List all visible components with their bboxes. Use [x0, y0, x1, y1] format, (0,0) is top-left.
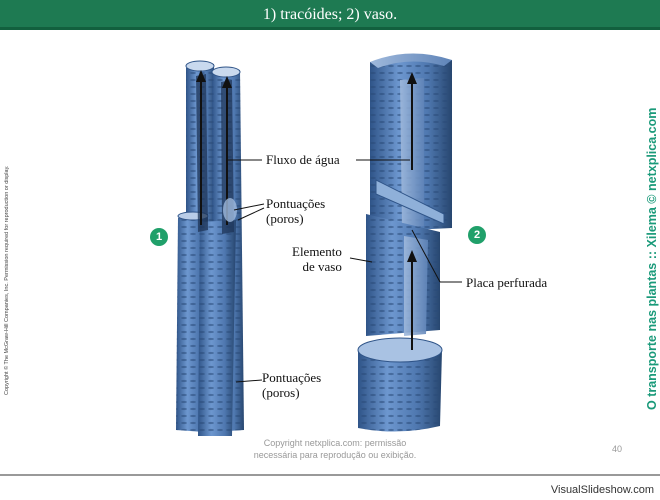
label-elemento-vaso: Elemento de vaso [292, 244, 342, 274]
label-pontuacoes-top-line2: (poros) [266, 211, 325, 226]
label-pontuacoes-bottom-line1: Pontuações [262, 370, 321, 385]
badge-two: 2 [468, 226, 486, 244]
badge-one: 1 [150, 228, 168, 246]
label-fluxo-agua: Fluxo de água [266, 152, 340, 167]
label-elemento-line1: Elemento [292, 244, 342, 259]
watermark: VisualSlideshow.com [551, 484, 654, 496]
label-pontuacoes-top: Pontuações (poros) [266, 196, 325, 226]
page-number: 40 [612, 444, 622, 454]
footer-copyright-line2: necessária para reprodução ou exibição. [240, 449, 430, 461]
label-pontuacoes-top-line1: Pontuações [266, 196, 325, 211]
footer-copyright: Copyright netxplica.com: permissão neces… [240, 437, 430, 461]
bottom-divider [0, 474, 660, 476]
footer-copyright-line1: Copyright netxplica.com: permissão [240, 437, 430, 449]
tracheids-figure [176, 61, 244, 436]
label-pontuacoes-bottom-line2: (poros) [262, 385, 321, 400]
slide-title: 1) tracóides; 2) vaso. [0, 0, 660, 30]
label-placa-perfurada: Placa perfurada [466, 275, 547, 290]
label-elemento-line2: de vaso [292, 259, 342, 274]
vessel-figure [358, 53, 452, 431]
label-pontuacoes-bottom: Pontuações (poros) [262, 370, 321, 400]
